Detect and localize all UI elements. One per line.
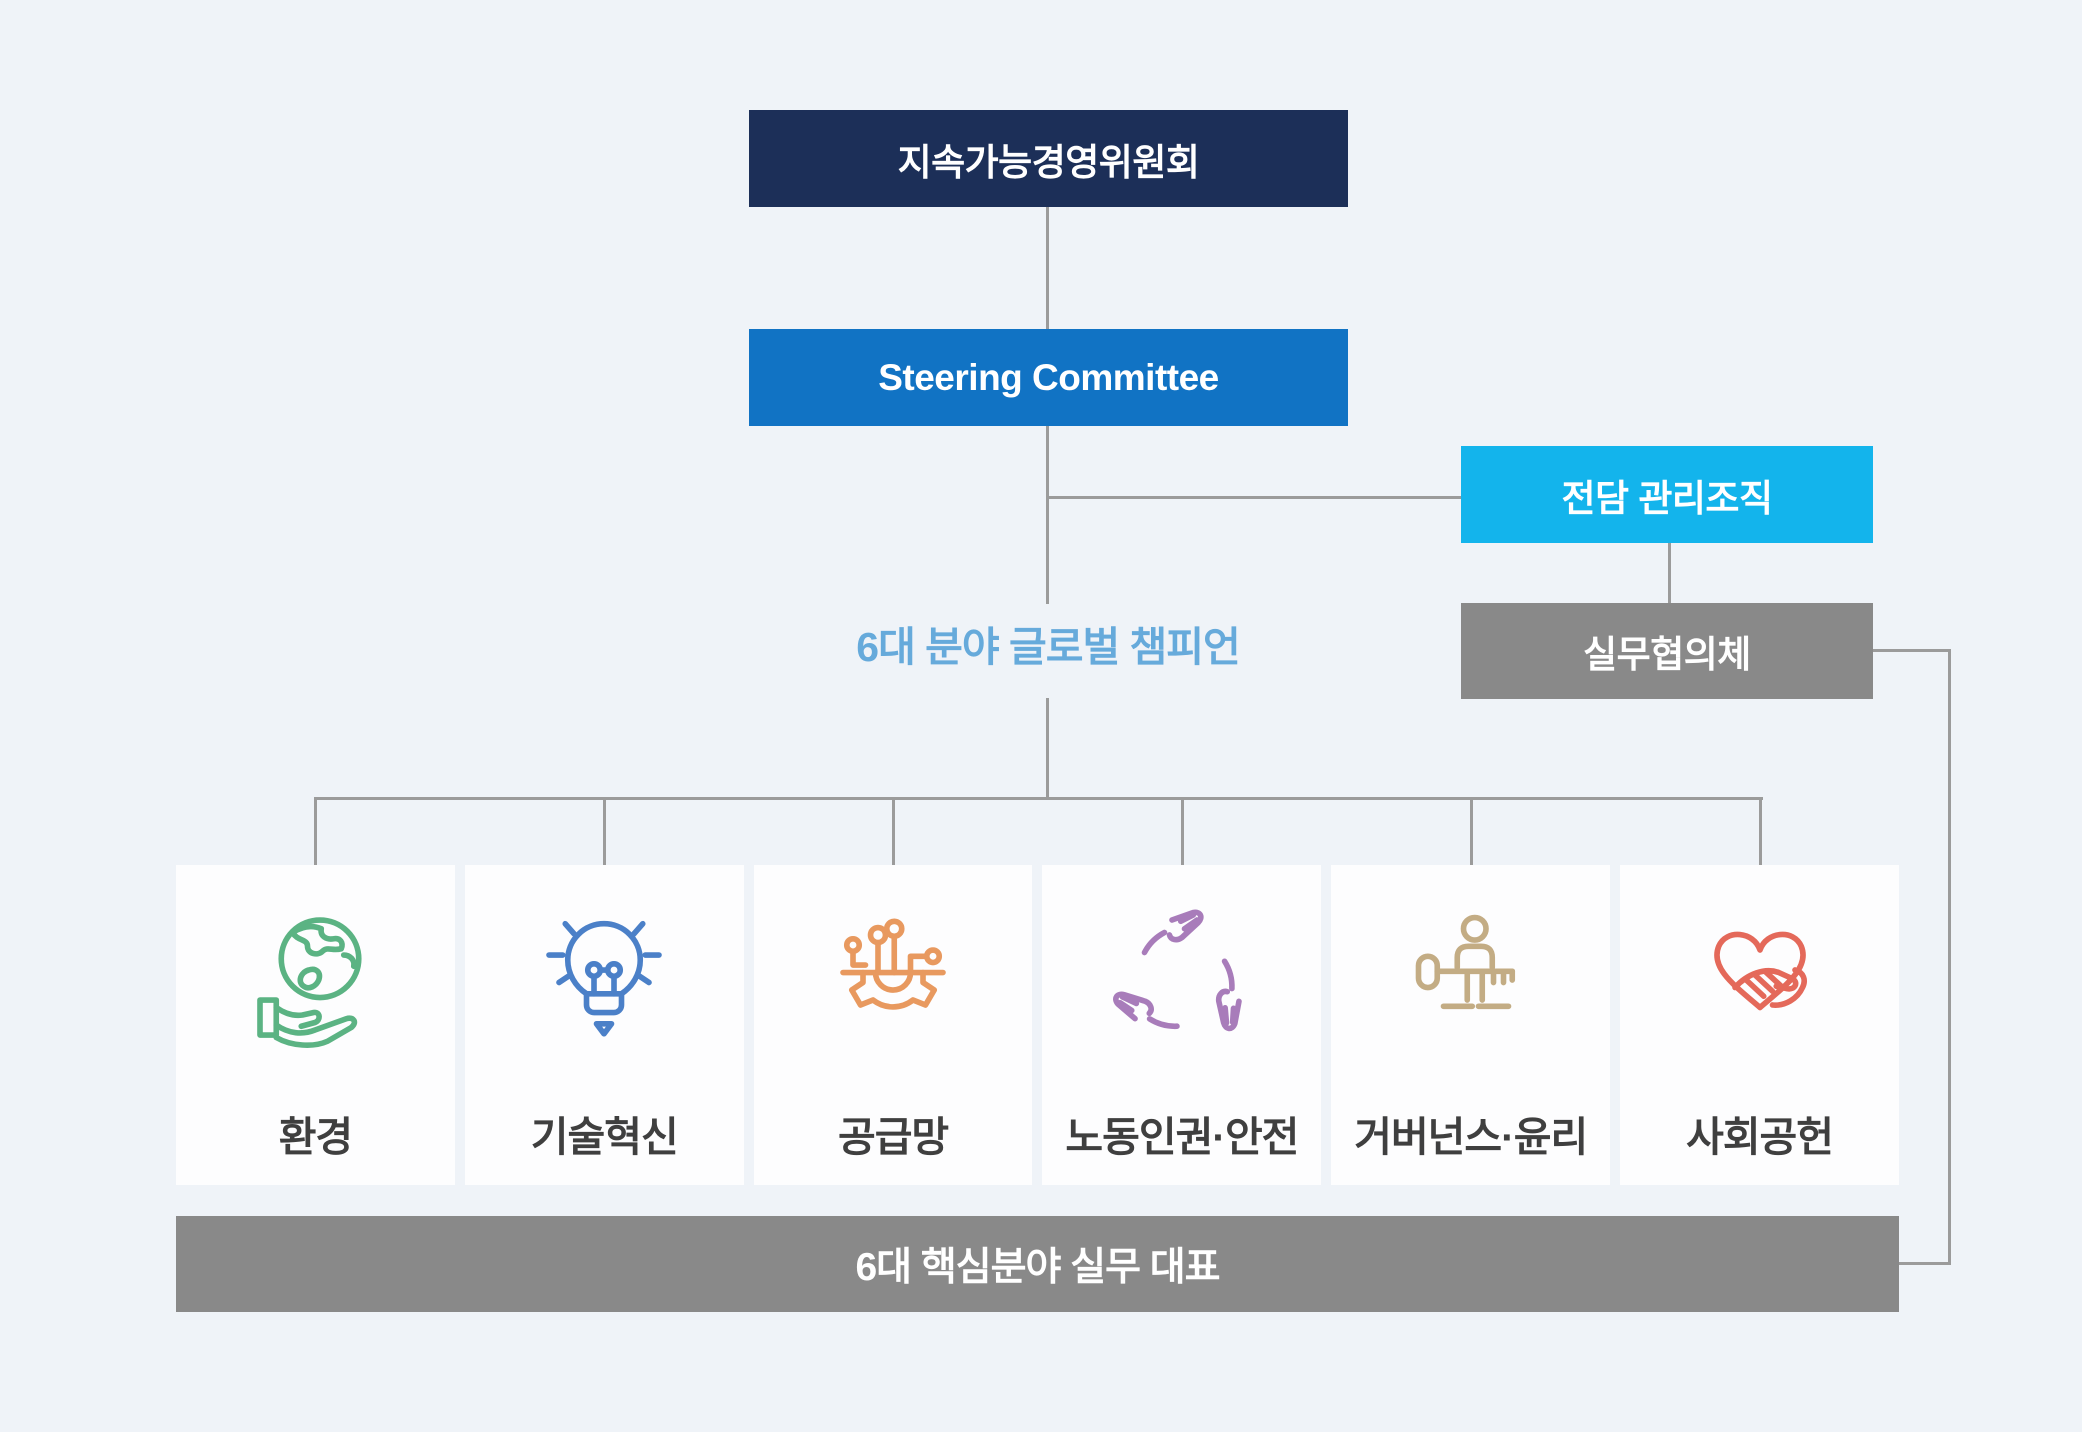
connector-stub-3 [892,797,895,867]
connector-distributor [315,797,1763,800]
connector-stub-2 [603,797,606,867]
connector-stub-5 [1470,797,1473,867]
card-label-supply-chain: 공급망 [837,1114,949,1160]
connector-committee-steering [1046,207,1049,329]
card-label-supply-tech: 기술혁신 [530,1114,679,1160]
connector-steering-down-upper [1046,426,1049,604]
person-key-icon [1396,905,1546,1055]
gear-circuit-icon [818,905,968,1055]
connector-steering-down-lower [1046,698,1049,800]
committee-box: 지속가능경영위원회 [749,110,1348,207]
card-label-governance-ethics: 거버넌스·윤리 [1354,1114,1588,1160]
hands-circle-icon [1107,905,1257,1055]
focus-area-cards-row: 환경 기술혁신 [176,865,1899,1185]
connector-to-bottom-bar [1899,1262,1951,1265]
dedicated-org-box: 전담 관리조직 [1461,446,1873,543]
card-supply-chain: 공급망 [753,865,1033,1185]
globe-in-hand-icon [240,905,390,1055]
steering-committee-label: Steering Committee [878,356,1219,398]
dedicated-org-label: 전담 관리조직 [1561,477,1773,519]
card-social-contribution: 사회공헌 [1620,865,1899,1185]
steering-committee-box: Steering Committee [749,329,1348,426]
lightbulb-icon [529,905,679,1055]
card-environment: 환경 [176,865,455,1185]
connector-dedicated-council [1668,543,1671,603]
card-labor-safety: 노동인권·안전 [1042,865,1322,1185]
connector-stub-6 [1759,797,1762,867]
bottom-bar-label: 6대 핵심분야 실무 대표 [855,1246,1220,1289]
card-governance-ethics: 거버넌스·윤리 [1331,865,1611,1185]
bottom-bar: 6대 핵심분야 실무 대표 [176,1216,1899,1312]
working-council-box: 실무협의체 [1461,603,1873,699]
champion-caption: 6대 분야 글로벌 챔피언 [748,615,1348,671]
heart-in-hand-icon [1685,905,1835,1055]
card-label-social-contribution: 사회공헌 [1686,1114,1834,1160]
working-council-label: 실무협의체 [1583,634,1751,675]
connector-council-right [1873,649,1951,652]
champion-caption-text: 6대 분야 글로벌 챔피언 [856,624,1240,670]
connector-stub-1 [314,797,317,867]
connector-stub-4 [1181,797,1184,867]
committee-label: 지속가능경영위원회 [897,141,1200,183]
connector-right-vertical [1948,649,1951,1265]
connector-branch-to-dedicated [1046,496,1461,499]
card-label-labor-safety: 노동인권·안전 [1065,1114,1299,1160]
card-label-environment: 환경 [278,1114,353,1160]
card-tech-innovation: 기술혁신 [464,865,744,1185]
